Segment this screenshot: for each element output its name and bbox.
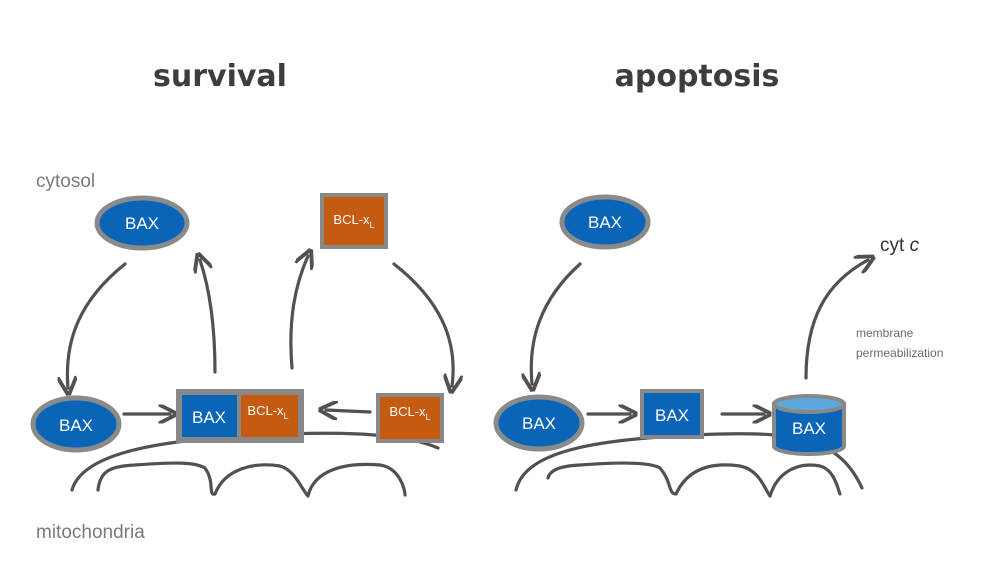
bax-label: BAX — [588, 213, 622, 232]
bax-label: BAX — [125, 214, 159, 233]
apoptosis-bax-pore: BAX — [772, 394, 846, 456]
survival-title: survival — [153, 59, 287, 94]
bclxl-label: BCL-xL — [333, 212, 374, 230]
bax-pore-label: BAX — [792, 419, 826, 438]
cytosol-label: cytosol — [36, 171, 95, 192]
mitochondria-label: mitochondria — [36, 522, 145, 543]
arrow-bax-insert — [67, 262, 127, 388]
membrane-permeabilization-line2: permeabilization — [856, 346, 943, 360]
bax-label: BAX — [655, 406, 689, 425]
survival-bclxl-cytosol: BCL-xL — [320, 193, 388, 249]
apoptosis-title: apoptosis — [615, 59, 780, 94]
arrow-cyt-c-release — [804, 260, 868, 380]
complex-bclxl-label: BCL-xL — [247, 403, 288, 421]
survival-bax-membrane: BAX — [30, 395, 122, 453]
arrow-bclxl-to-complex — [326, 410, 372, 412]
bax-label: BAX — [59, 416, 93, 435]
membrane-permeabilization-line1: membrane — [856, 326, 914, 340]
bclxl-label: BCL-xL — [389, 404, 430, 422]
survival-bclxl-membrane: BCL-xL — [376, 393, 444, 443]
arrow-bclxl-insert — [392, 262, 453, 386]
cyt-c-label: cyt c — [880, 235, 920, 256]
complex-bax-label: BAX — [192, 408, 226, 427]
bax-label: BAX — [522, 414, 556, 433]
survival-bax-cytosol: BAX — [94, 195, 190, 251]
arrow-bax-insert-apoptosis — [531, 262, 582, 384]
apoptosis-bax-membrane: BAX — [493, 394, 585, 452]
survival-bax-bclxl-complex: BAX BCL-xL — [176, 389, 304, 443]
arrow-bclxl-retrotranslocate — [289, 256, 308, 370]
arrow-complex-retrotranslocate — [200, 260, 217, 374]
apoptosis-bax-inserted: BAX — [640, 389, 704, 439]
apoptosis-bax-cytosol: BAX — [559, 194, 651, 250]
